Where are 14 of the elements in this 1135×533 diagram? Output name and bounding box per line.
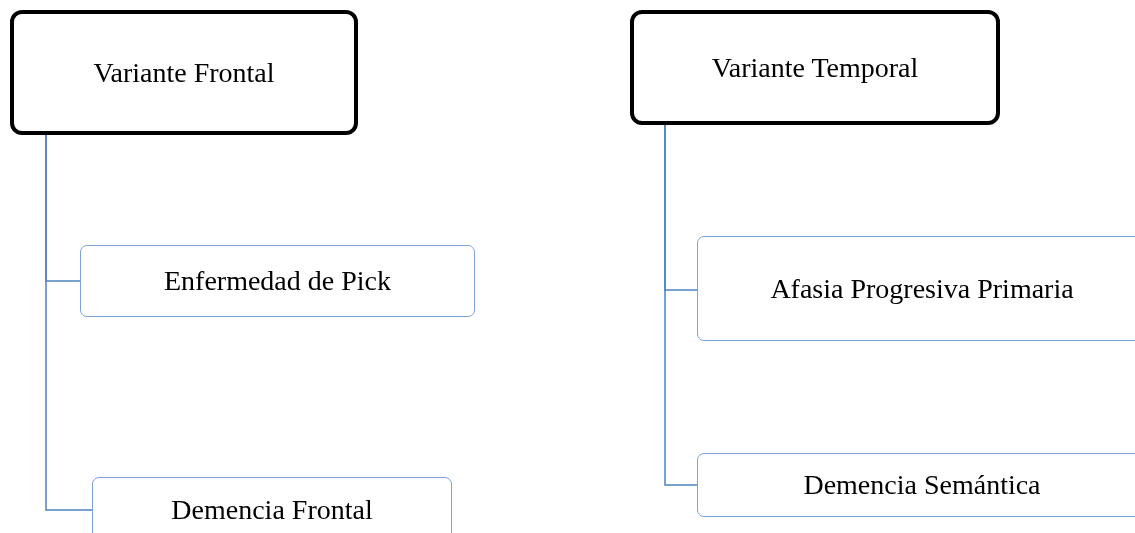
category-box [10,10,358,135]
subtype-box [92,477,452,533]
box-label: Demencia Semántica [803,469,1041,501]
subtype-box [80,245,475,317]
box-label: Variante Frontal [93,56,275,89]
subtype-box [697,453,1135,517]
category-box [630,10,1000,125]
subtype-box [697,236,1135,341]
connector-line [664,124,698,486]
box-label: Demencia Frontal [171,493,373,526]
box-label: Enfermedad de Pick [164,265,391,297]
connector-line [45,134,93,511]
box-label: Afasia Progresiva Primaria [770,272,1074,305]
box-label: Variante Temporal [711,51,919,84]
